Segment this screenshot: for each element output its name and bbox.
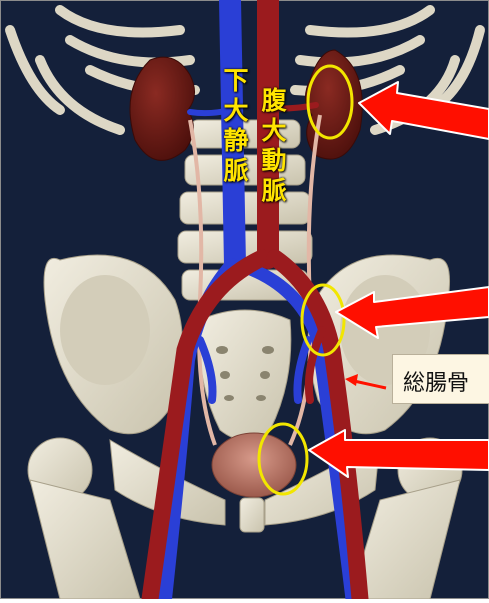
bladder (212, 433, 296, 497)
pelvis-left-fossa (60, 275, 150, 385)
common-iliac-callout: 総腸骨 (392, 354, 489, 404)
callout-text: 総腸骨 (403, 365, 469, 397)
inferior-vena-cava-label: 下 大 静 脈 (219, 66, 253, 186)
kidney-left (130, 57, 195, 160)
pubic-symphysis (240, 498, 264, 532)
abdominal-aorta-label: 腹 大 動 脈 (257, 86, 291, 206)
